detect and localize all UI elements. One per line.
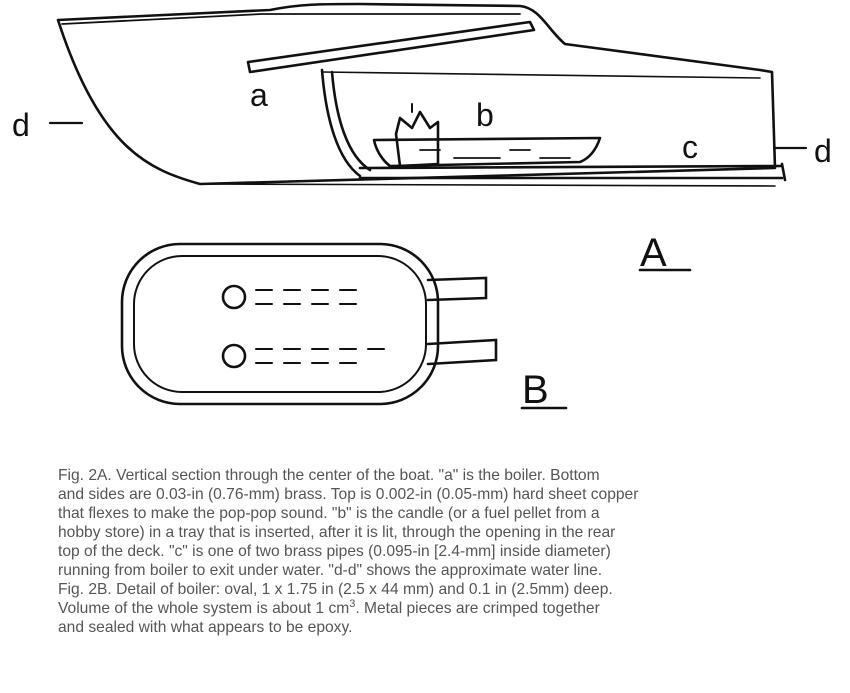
figure-caption: Fig. 2A. Vertical section through the ce… bbox=[58, 466, 818, 637]
boat-diagram: a b c d d A B bbox=[12, 2, 832, 412]
label-d-left: d bbox=[12, 107, 30, 143]
boiler-inner-outline bbox=[133, 255, 427, 393]
caption-line: and sides are 0.03-in (0.76-mm) brass. T… bbox=[58, 486, 639, 503]
internal-dashes-upper bbox=[255, 289, 357, 305]
hull-outline bbox=[56, 2, 777, 186]
exit-pipe-upper bbox=[426, 276, 488, 302]
label-d-right: d bbox=[814, 133, 832, 169]
candle-tray bbox=[372, 136, 602, 168]
gunwale-line bbox=[61, 13, 521, 25]
exit-pipe-lower bbox=[426, 338, 498, 366]
label-a: a bbox=[250, 77, 268, 113]
label-c: c bbox=[682, 129, 698, 165]
caption-volume-line: Volume of the whole system is about 1 cm… bbox=[58, 597, 818, 618]
keel-line bbox=[199, 183, 776, 187]
pipe-c-end bbox=[780, 162, 787, 182]
caption-line: Fig. 2A. Vertical section through the ce… bbox=[58, 467, 600, 484]
boiler-pipe-front bbox=[320, 68, 362, 178]
caption-line: hobby store) in a tray that is inserted,… bbox=[58, 524, 616, 541]
caption-line: running from boiler to exit under water.… bbox=[58, 562, 603, 579]
caption-line: and sealed with what appears to be epoxy… bbox=[58, 619, 353, 636]
caption-line: top of the deck. "c" is one of two brass… bbox=[58, 543, 611, 560]
tray-liquid-dashes bbox=[419, 149, 571, 159]
boat-section-figure-a bbox=[48, 2, 808, 272]
pipe-opening-upper bbox=[221, 284, 247, 310]
deck-plate bbox=[246, 20, 536, 74]
cabin-inner-line bbox=[321, 71, 761, 79]
label-figure-b: B bbox=[522, 368, 549, 412]
pipe-opening-lower bbox=[221, 343, 247, 369]
candle bbox=[394, 110, 440, 168]
internal-dashes-lower bbox=[255, 348, 385, 364]
pipe-c-upper bbox=[358, 164, 784, 170]
caption-volume-prefix: Volume of the whole system is about 1 cm bbox=[58, 600, 350, 617]
label-figure-a: A bbox=[640, 231, 667, 275]
caption-line: Fig. 2B. Detail of boiler: oval, 1 x 1.7… bbox=[58, 581, 613, 598]
boiler-outer-outline bbox=[120, 242, 440, 406]
boiler-detail-figure-b bbox=[120, 242, 568, 410]
caption-line: that flexes to make the pop-pop sound. "… bbox=[58, 505, 600, 522]
caption-volume-exponent: 3 bbox=[349, 597, 356, 610]
caption-volume-suffix: . Metal pieces are crimped together bbox=[355, 600, 600, 617]
label-b: b bbox=[476, 97, 494, 133]
boiler-pipe-back bbox=[330, 70, 372, 172]
